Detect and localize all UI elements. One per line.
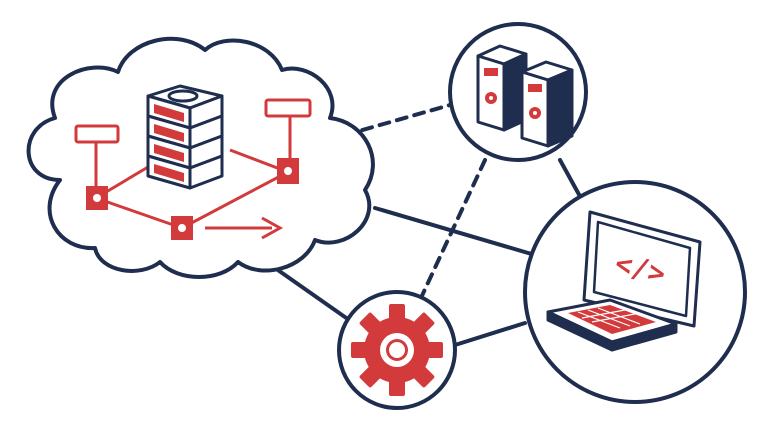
server-towers-icon xyxy=(476,44,574,148)
label-box-left xyxy=(74,124,120,144)
link-cloud-servers xyxy=(343,103,452,137)
link-cloud-laptop xyxy=(373,206,537,257)
label-box-right xyxy=(264,98,312,118)
link-gear-laptop xyxy=(453,321,527,347)
cloud-server-icon xyxy=(146,84,224,190)
link-servers-laptop xyxy=(558,158,584,202)
network-node-left xyxy=(86,186,108,210)
cloud-node xyxy=(26,36,375,279)
laptop-code-icon: </> xyxy=(546,210,702,352)
network-node-bottom xyxy=(171,216,193,240)
gear-node xyxy=(337,290,457,410)
laptop-node: </> xyxy=(523,180,747,404)
connections xyxy=(273,103,584,347)
network-node-right xyxy=(277,158,299,184)
gear-icon xyxy=(351,304,443,396)
link-cloud-gear xyxy=(273,266,354,324)
link-servers-gear xyxy=(418,158,487,302)
arrow-icon xyxy=(261,216,284,240)
servers-node xyxy=(448,22,588,162)
